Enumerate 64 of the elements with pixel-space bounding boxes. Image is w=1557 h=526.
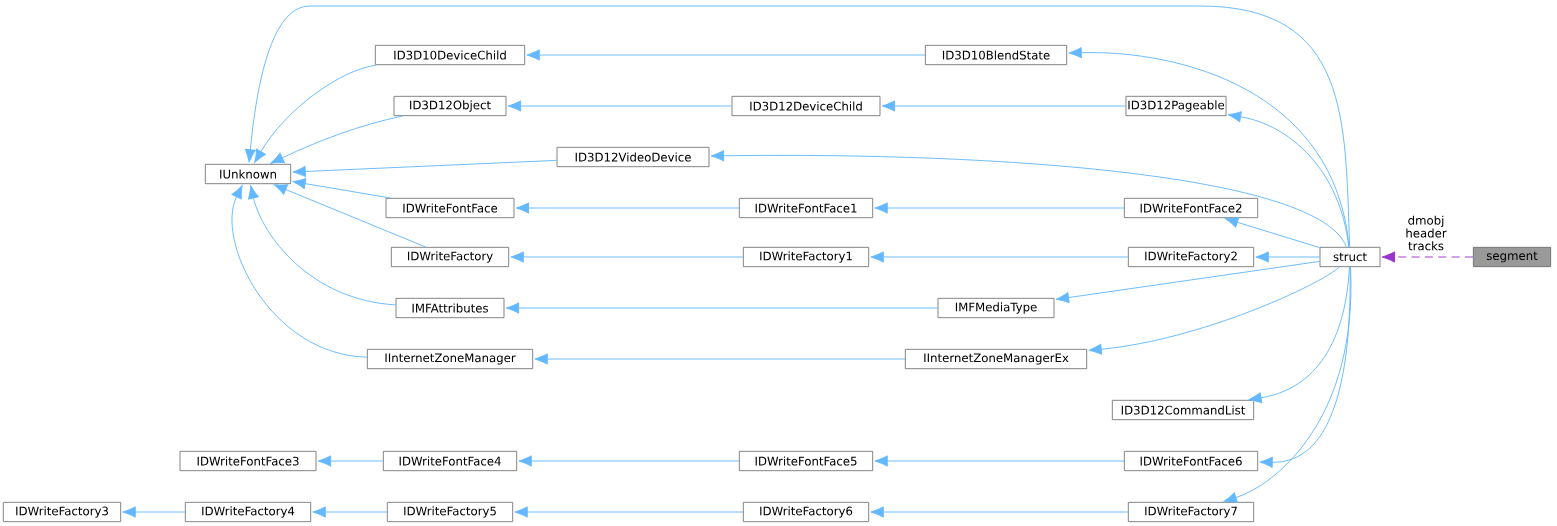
class-box: ID3D12VideoDevice: [556, 146, 710, 168]
class-box: IDWriteFactory2: [1127, 246, 1255, 268]
class-box: IDWriteFactory: [390, 246, 510, 268]
class-box: IMFMediaType: [937, 297, 1055, 319]
arrow: [1088, 266, 1340, 355]
arrow: [273, 184, 426, 248]
arrow: [507, 100, 733, 112]
edge-label: dmobj header tracks: [1400, 214, 1452, 252]
class-box: IDWriteFontFace: [385, 197, 515, 219]
arrow: [514, 506, 744, 518]
class-box: IDWriteFontFace6: [1123, 450, 1259, 472]
arrow: [710, 150, 1347, 248]
class-box: IInternetZoneManagerEx: [904, 348, 1088, 370]
class-box: ID3D12Object: [393, 95, 507, 117]
arrow: [292, 178, 391, 199]
arrow: [874, 455, 1125, 467]
class-box: IDWriteFontFace1: [738, 197, 874, 219]
arrow: [1068, 47, 1350, 248]
class-box: IDWriteFontFace4: [382, 450, 518, 472]
class-box: IMFAttributes: [395, 297, 505, 319]
class-box: IDWriteFontFace3: [179, 450, 317, 472]
class-box: struct: [1319, 246, 1381, 268]
arrow: [510, 251, 744, 263]
arrow: [534, 353, 906, 365]
arrow: [1055, 260, 1321, 304]
class-box: IUnknown: [204, 163, 292, 185]
arrow: [1255, 251, 1321, 263]
arrow: [870, 506, 1129, 518]
arrow: [505, 302, 939, 314]
class-box: segment: [1472, 246, 1552, 268]
arrow: [312, 506, 388, 518]
arrow: [248, 185, 397, 306]
class-box: ID3D12Pageable: [1125, 95, 1227, 117]
class-box: IDWriteFontFace2: [1123, 197, 1259, 219]
class-box: IDWriteFactory4: [184, 501, 312, 523]
class-box: IDWriteFactory3: [2, 501, 122, 523]
arrow: [1259, 266, 1351, 468]
arrow: [1227, 111, 1350, 248]
arrow: [1381, 251, 1474, 263]
arrow: [270, 115, 403, 164]
class-box: IDWriteFactory6: [742, 501, 870, 523]
class-box: IDWriteFontFace5: [738, 450, 874, 472]
class-box: ID3D12DeviceChild: [731, 95, 881, 117]
arrow: [1223, 266, 1352, 503]
arrow: [122, 506, 186, 518]
arrow: [292, 159, 558, 178]
arrow: [515, 202, 740, 214]
arrow: [231, 185, 368, 358]
class-box: IInternetZoneManager: [366, 348, 534, 370]
arrow: [244, 5, 1351, 248]
arrow: [881, 100, 1126, 112]
class-box: IDWriteFactory7: [1127, 501, 1255, 523]
class-box: ID3D10BlendState: [924, 44, 1068, 66]
arrow: [874, 202, 1125, 214]
class-box: ID3D10DeviceChild: [374, 44, 526, 66]
arrow: [526, 49, 926, 61]
arrow: [254, 64, 377, 163]
arrow: [518, 455, 740, 467]
class-box: ID3D12CommandList: [1111, 399, 1255, 421]
arrow: [1224, 216, 1321, 249]
class-box: IDWriteFactory1: [742, 246, 870, 268]
arrow: [317, 455, 384, 467]
class-box: IDWriteFactory5: [386, 501, 514, 523]
arrow: [870, 251, 1129, 263]
